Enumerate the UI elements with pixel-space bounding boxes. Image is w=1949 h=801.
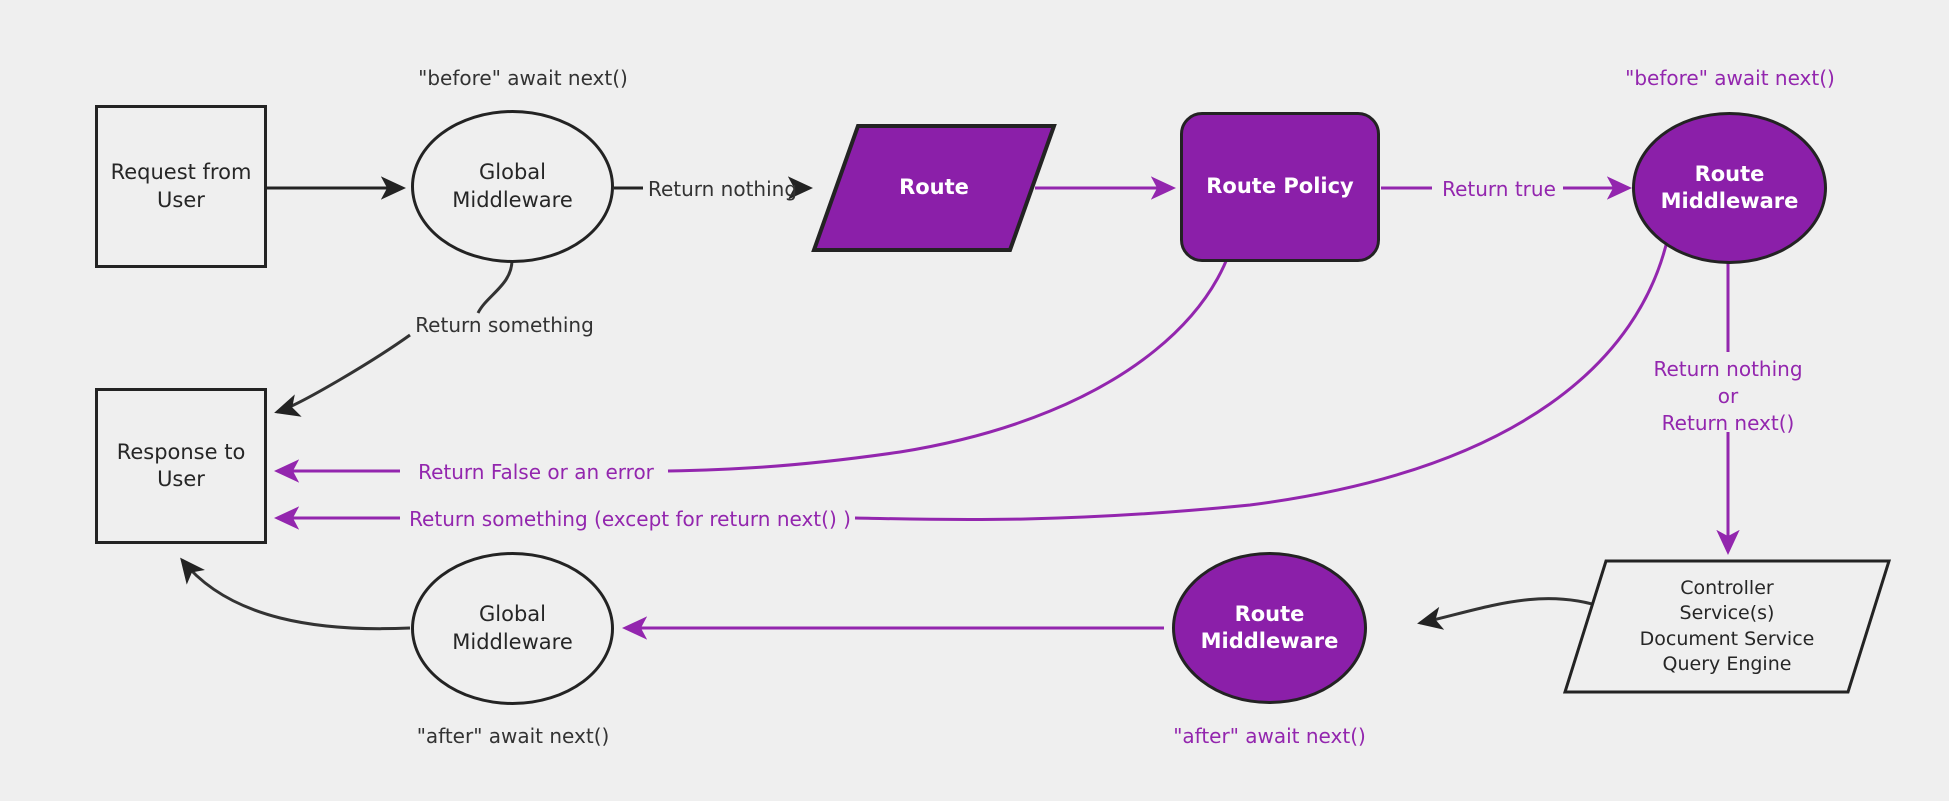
node-response-to-user-label: Response to User (116, 439, 246, 491)
edge-label-return-true: Return true (1442, 177, 1556, 201)
edge-label-return-nothing-or-next: Return nothing or Return next() (1638, 356, 1818, 437)
edge-global-middleware-return-something-stub (476, 259, 514, 314)
node-route-middleware-after[interactable]: Route Middleware (1172, 552, 1367, 704)
node-controller-services-label: Controller Service(s) Document Service Q… (1639, 577, 1815, 675)
edge-label-return-something-except-next: Return something (except for return next… (409, 507, 851, 531)
annotation-after-await-next-global: "after" await next() (416, 724, 610, 748)
edge-label-or-line2: or (1717, 384, 1739, 408)
node-global-middleware-before[interactable]: Global Middleware (411, 110, 614, 263)
edge-label-return-nothing: Return nothing (647, 177, 798, 201)
node-route-middleware-before[interactable]: Route Middleware (1632, 112, 1827, 264)
edge-return-something-to-response (274, 333, 411, 417)
annotation-after-await-next-route: "after" await next() (1173, 724, 1366, 748)
node-route-label: Route (899, 175, 969, 200)
node-global-middleware-after-label: Global Middleware (452, 602, 573, 654)
node-route-policy[interactable]: Route Policy (1180, 112, 1380, 262)
node-route-middleware-after-label: Route Middleware (1200, 601, 1339, 653)
edge-label-return-nothing-line1: Return nothing (1653, 357, 1803, 381)
annotation-before-await-next-route: "before" await next() (1625, 66, 1835, 90)
node-global-middleware-before-label: Global Middleware (452, 160, 573, 212)
edge-label-return-false-or-error: Return False or an error (418, 460, 654, 484)
edge-label-return-something: Return something (415, 313, 594, 337)
node-response-to-user[interactable]: Response to User (95, 388, 267, 544)
node-route-policy-label: Route Policy (1206, 174, 1354, 199)
node-route-middleware-before-label: Route Middleware (1660, 161, 1799, 213)
node-controller-services[interactable]: Controller Service(s) Document Service Q… (1562, 558, 1892, 695)
node-request-from-user[interactable]: Request from User (95, 105, 267, 268)
edge-label-return-next-line3: Return next() (1661, 411, 1795, 435)
edge-global-middleware-after-to-response (180, 557, 411, 631)
annotation-before-await-next-global: "before" await next() (418, 66, 628, 90)
node-route[interactable]: Route (810, 122, 1058, 254)
edge-route-middleware-to-response-curve (854, 236, 1670, 522)
node-route-shape (811, 124, 1057, 252)
node-controller-services-shape (1562, 559, 1892, 694)
node-global-middleware-after[interactable]: Global Middleware (411, 552, 614, 705)
node-request-from-user-label: Request from User (110, 160, 252, 212)
